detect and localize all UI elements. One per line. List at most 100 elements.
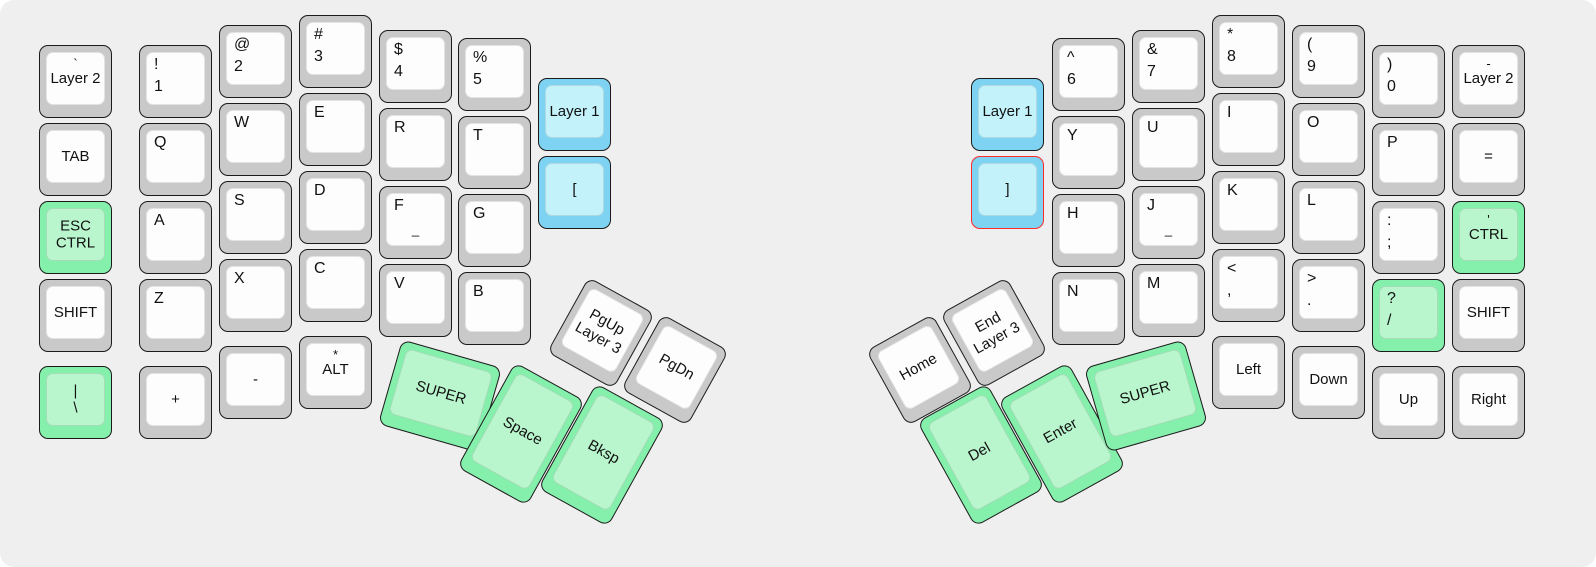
key-legend-main: SHIFT [53, 303, 98, 321]
key-r-r5c4[interactable]: Down [1292, 346, 1365, 419]
key-r-r1c1[interactable]: ^6 [1052, 38, 1125, 111]
key-legend-main: I [1227, 104, 1232, 121]
key-r-r5c3[interactable]: Left [1212, 336, 1285, 409]
key-r-r3c3[interactable]: K [1212, 171, 1285, 244]
keycap: SUPER [388, 348, 494, 439]
keycap: M [1139, 271, 1198, 324]
key-r-r4c2[interactable]: M [1132, 264, 1205, 337]
keycap: @2 [226, 32, 285, 85]
key-l-r2c5[interactable]: R [379, 108, 452, 181]
key-r-r3c2[interactable]: J_ [1132, 186, 1205, 259]
key-r-r2c5[interactable]: P [1372, 123, 1445, 196]
key-r-r1c3[interactable]: *8 [1212, 15, 1285, 88]
key-r-r2c3[interactable]: I [1212, 93, 1285, 166]
key-l-r5c2[interactable]: + [139, 366, 212, 439]
key-l-r4c5[interactable]: V [379, 264, 452, 337]
key-r-r2c6[interactable]: = [1452, 123, 1525, 196]
key-legend-main: Q [154, 134, 167, 151]
key-l-r1c7[interactable]: Layer 1 [538, 78, 611, 151]
key-r-r2c4[interactable]: O [1292, 103, 1365, 176]
key-legend-main: Y [1067, 127, 1078, 144]
key-legend-upper: % [473, 49, 488, 66]
key-l-r1c4[interactable]: #3 [299, 15, 372, 88]
key-legend-main: Z [154, 290, 164, 307]
key-l-r3c3[interactable]: S [219, 181, 292, 254]
key-legend-main: CTRL [1468, 225, 1509, 243]
key-r-r1c6[interactable]: -Layer 2 [1452, 45, 1525, 118]
keycap: F_ [386, 193, 445, 246]
keycap: R [386, 115, 445, 168]
key-r-r4c3[interactable]: <, [1212, 249, 1285, 322]
key-l-r5c3[interactable]: - [219, 346, 292, 419]
key-r-r3c1[interactable]: H [1052, 194, 1125, 267]
key-r-r1c4[interactable]: (9 [1292, 25, 1365, 98]
key-r-r1c0[interactable]: Layer 1 [971, 78, 1044, 151]
key-r-r1c2[interactable]: &7 [1132, 30, 1205, 103]
key-l-r3c5[interactable]: F_ [379, 186, 452, 259]
key-legend-main: Layer 2 [1463, 69, 1514, 87]
key-legend-main: Home [896, 349, 940, 385]
key-legend-main: SHIFT [1466, 303, 1511, 321]
keycap: SHIFT [1459, 286, 1518, 339]
key-legend-main: Down [1309, 370, 1348, 388]
key-l-r2c4[interactable]: E [299, 93, 372, 166]
key-legend-main: S [234, 192, 245, 209]
key-l-r3c6[interactable]: G [458, 194, 531, 267]
key-legend-main: T [473, 127, 483, 144]
key-legend-lower: 9 [1307, 57, 1316, 75]
key-l-r2c1[interactable]: TAB [39, 123, 112, 196]
key-legend-main: C [314, 260, 326, 277]
key-l-r1c6[interactable]: %5 [458, 38, 531, 111]
key-legend-main: F [394, 197, 404, 214]
key-r-r2c0[interactable]: ] [971, 156, 1044, 229]
keycap: #3 [306, 22, 365, 75]
key-legend-upper: ^ [1067, 49, 1075, 66]
key-l-r4c1[interactable]: SHIFT [39, 279, 112, 352]
key-legend-main: R [394, 119, 406, 136]
key-l-r2c6[interactable]: T [458, 116, 531, 189]
key-l-r3c2[interactable]: A [139, 201, 212, 274]
key-l-r3c1[interactable]: ESC CTRL [39, 201, 112, 274]
key-l-r2c2[interactable]: Q [139, 123, 212, 196]
key-r-r4c6[interactable]: SHIFT [1452, 279, 1525, 352]
keycap: End Layer 3 [949, 286, 1036, 375]
key-r-r5c6[interactable]: Right [1452, 366, 1525, 439]
key-l-r1c5[interactable]: $4 [379, 30, 452, 103]
key-l-r1c3[interactable]: @2 [219, 25, 292, 98]
key-l-r4c2[interactable]: Z [139, 279, 212, 352]
key-l-r4c4[interactable]: C [299, 249, 372, 322]
key-r-r5c5[interactable]: Up [1372, 366, 1445, 439]
key-r-r3c5[interactable]: :; [1372, 201, 1445, 274]
keycap: &7 [1139, 37, 1198, 90]
key-r-r2c2[interactable]: U [1132, 108, 1205, 181]
key-l-r2c3[interactable]: W [219, 103, 292, 176]
key-r-r1c5[interactable]: )0 [1372, 45, 1445, 118]
key-legend-main: V [394, 275, 405, 292]
key-r-r2c1[interactable]: Y [1052, 116, 1125, 189]
keycap: O [1299, 110, 1358, 163]
key-legend-main: = [1484, 147, 1493, 165]
key-l-r3c4[interactable]: D [299, 171, 372, 244]
key-legend-upper: - [1486, 56, 1491, 71]
key-l-r2c7[interactable]: [ [538, 156, 611, 229]
key-r-r3c4[interactable]: L [1292, 181, 1365, 254]
key-legend-lower: , [1227, 281, 1232, 299]
keycap: I [1219, 100, 1278, 153]
keycap: | \ [46, 373, 105, 426]
key-legend-lower: 2 [234, 57, 243, 75]
key-l-r1c2[interactable]: !1 [139, 45, 212, 118]
key-r-r4c4[interactable]: >. [1292, 259, 1365, 332]
key-l-r4c6[interactable]: B [458, 272, 531, 345]
key-r-r3c6[interactable]: 'CTRL [1452, 201, 1525, 274]
key-l-r5c1[interactable]: | \ [39, 366, 112, 439]
keycap: E [306, 100, 365, 153]
key-l-r4c3[interactable]: X [219, 259, 292, 332]
key-l-r1c1[interactable]: `Layer 2 [39, 45, 112, 118]
key-l-r5c4[interactable]: *ALT [299, 336, 372, 409]
key-legend-upper: @ [234, 36, 251, 53]
keycap: = [1459, 130, 1518, 183]
key-legend-main: Del [965, 439, 994, 465]
key-r-t5[interactable]: SUPER [1083, 339, 1209, 453]
key-r-r4c5[interactable]: ?/ [1372, 279, 1445, 352]
key-r-r4c1[interactable]: N [1052, 272, 1125, 345]
